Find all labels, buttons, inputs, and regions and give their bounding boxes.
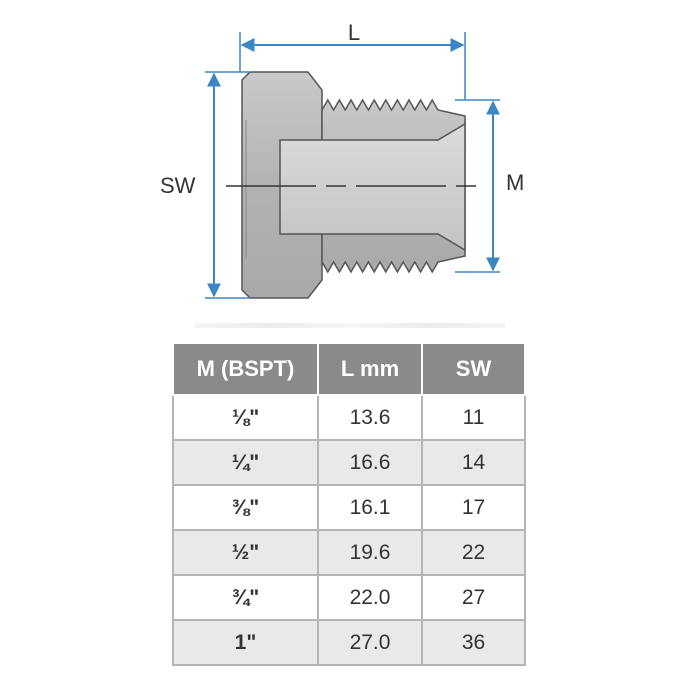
table-row: ¼" 16.6 14 bbox=[172, 439, 526, 486]
cell-length: 19.6 bbox=[317, 529, 423, 576]
cell-length: 16.6 bbox=[317, 439, 423, 486]
cell-wrench-size: 36 bbox=[421, 619, 526, 666]
thread-label: M bbox=[506, 170, 524, 195]
cell-wrench-size: 22 bbox=[421, 529, 526, 576]
cell-wrench-size: 14 bbox=[421, 439, 526, 486]
fitting-drawing: L SW M bbox=[160, 20, 524, 299]
header-thread-size: M (BSPT) bbox=[172, 342, 319, 396]
cell-thread-size: ¾" bbox=[172, 574, 319, 621]
header-length: L mm bbox=[317, 342, 423, 396]
cell-thread-size: ⅛" bbox=[172, 394, 319, 441]
table-row: ½" 19.6 22 bbox=[172, 529, 526, 576]
cell-thread-size: ½" bbox=[172, 529, 319, 576]
table-row: ⅜" 16.1 17 bbox=[172, 484, 526, 531]
table-row: ¾" 22.0 27 bbox=[172, 574, 526, 621]
table-header-row: M (BSPT) L mm SW bbox=[172, 342, 526, 396]
cell-thread-size: 1" bbox=[172, 619, 319, 666]
bore bbox=[279, 122, 466, 252]
cell-wrench-size: 17 bbox=[421, 484, 526, 531]
cell-wrench-size: 11 bbox=[421, 394, 526, 441]
wrench-size-label: SW bbox=[160, 173, 196, 198]
cell-length: 27.0 bbox=[317, 619, 423, 666]
cell-length: 16.1 bbox=[317, 484, 423, 531]
cell-length: 22.0 bbox=[317, 574, 423, 621]
table-row: ⅛" 13.6 11 bbox=[172, 394, 526, 441]
cell-thread-size: ⅜" bbox=[172, 484, 319, 531]
length-label: L bbox=[348, 20, 360, 45]
table-row: 1" 27.0 36 bbox=[172, 619, 526, 666]
cell-length: 13.6 bbox=[317, 394, 423, 441]
dimension-table: M (BSPT) L mm SW ⅛" 13.6 11 ¼" 16.6 14 ⅜… bbox=[172, 342, 526, 666]
cell-thread-size: ¼" bbox=[172, 439, 319, 486]
header-wrench-size: SW bbox=[421, 342, 526, 396]
divider-strip bbox=[195, 323, 505, 328]
cell-wrench-size: 27 bbox=[421, 574, 526, 621]
